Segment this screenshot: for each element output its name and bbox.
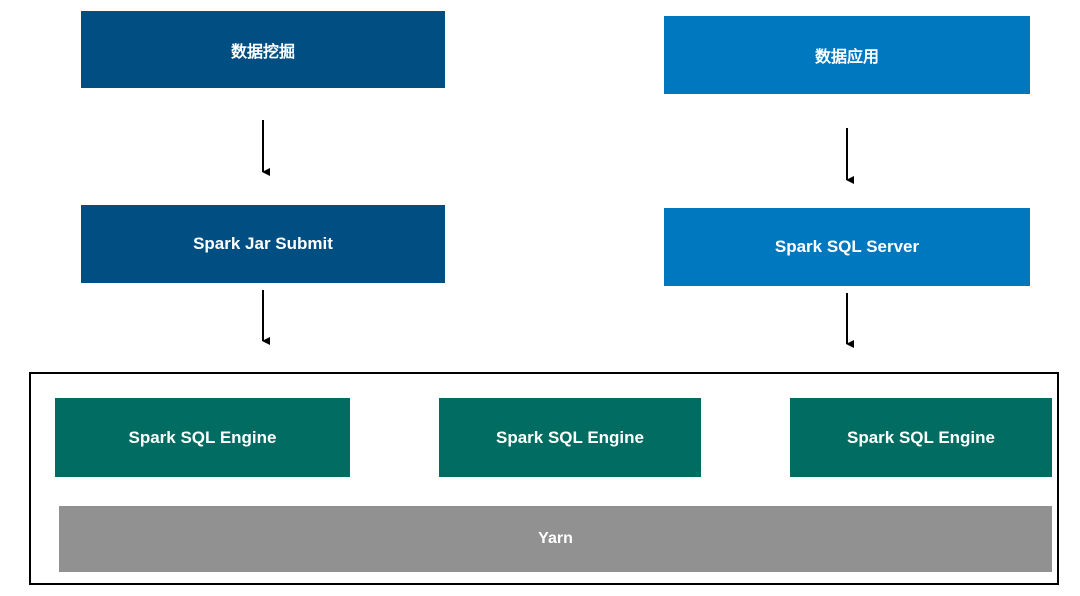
spark-sql-server-label: Spark SQL Server <box>774 237 920 256</box>
spark-jar-submit-label: Spark Jar Submit <box>193 234 333 253</box>
spark-sql-engine-label-3: Spark SQL Engine <box>846 427 995 447</box>
spark-sql-engine-label-1: Spark SQL Engine <box>128 427 277 447</box>
spark-sql-engine-box-2: Spark SQL Engine <box>439 398 701 477</box>
data-application-label: 数据应用 <box>814 47 879 66</box>
spark-sql-server-box: Spark SQL Server <box>664 208 1030 286</box>
spark-sql-engine-box-3: Spark SQL Engine <box>790 398 1052 477</box>
cluster-frame <box>29 372 1059 585</box>
spark-sql-engine-label-2: Spark SQL Engine <box>495 427 644 447</box>
yarn-label: Yarn <box>538 530 573 547</box>
yarn-box: Yarn <box>59 506 1052 572</box>
data-mining-label: 数据挖掘 <box>230 41 295 61</box>
spark-jar-submit-box: Spark Jar Submit <box>81 205 445 283</box>
data-application-box: 数据应用 <box>664 16 1030 94</box>
data-mining-box: 数据挖掘 <box>81 11 445 88</box>
spark-sql-engine-box-1: Spark SQL Engine <box>55 398 350 477</box>
